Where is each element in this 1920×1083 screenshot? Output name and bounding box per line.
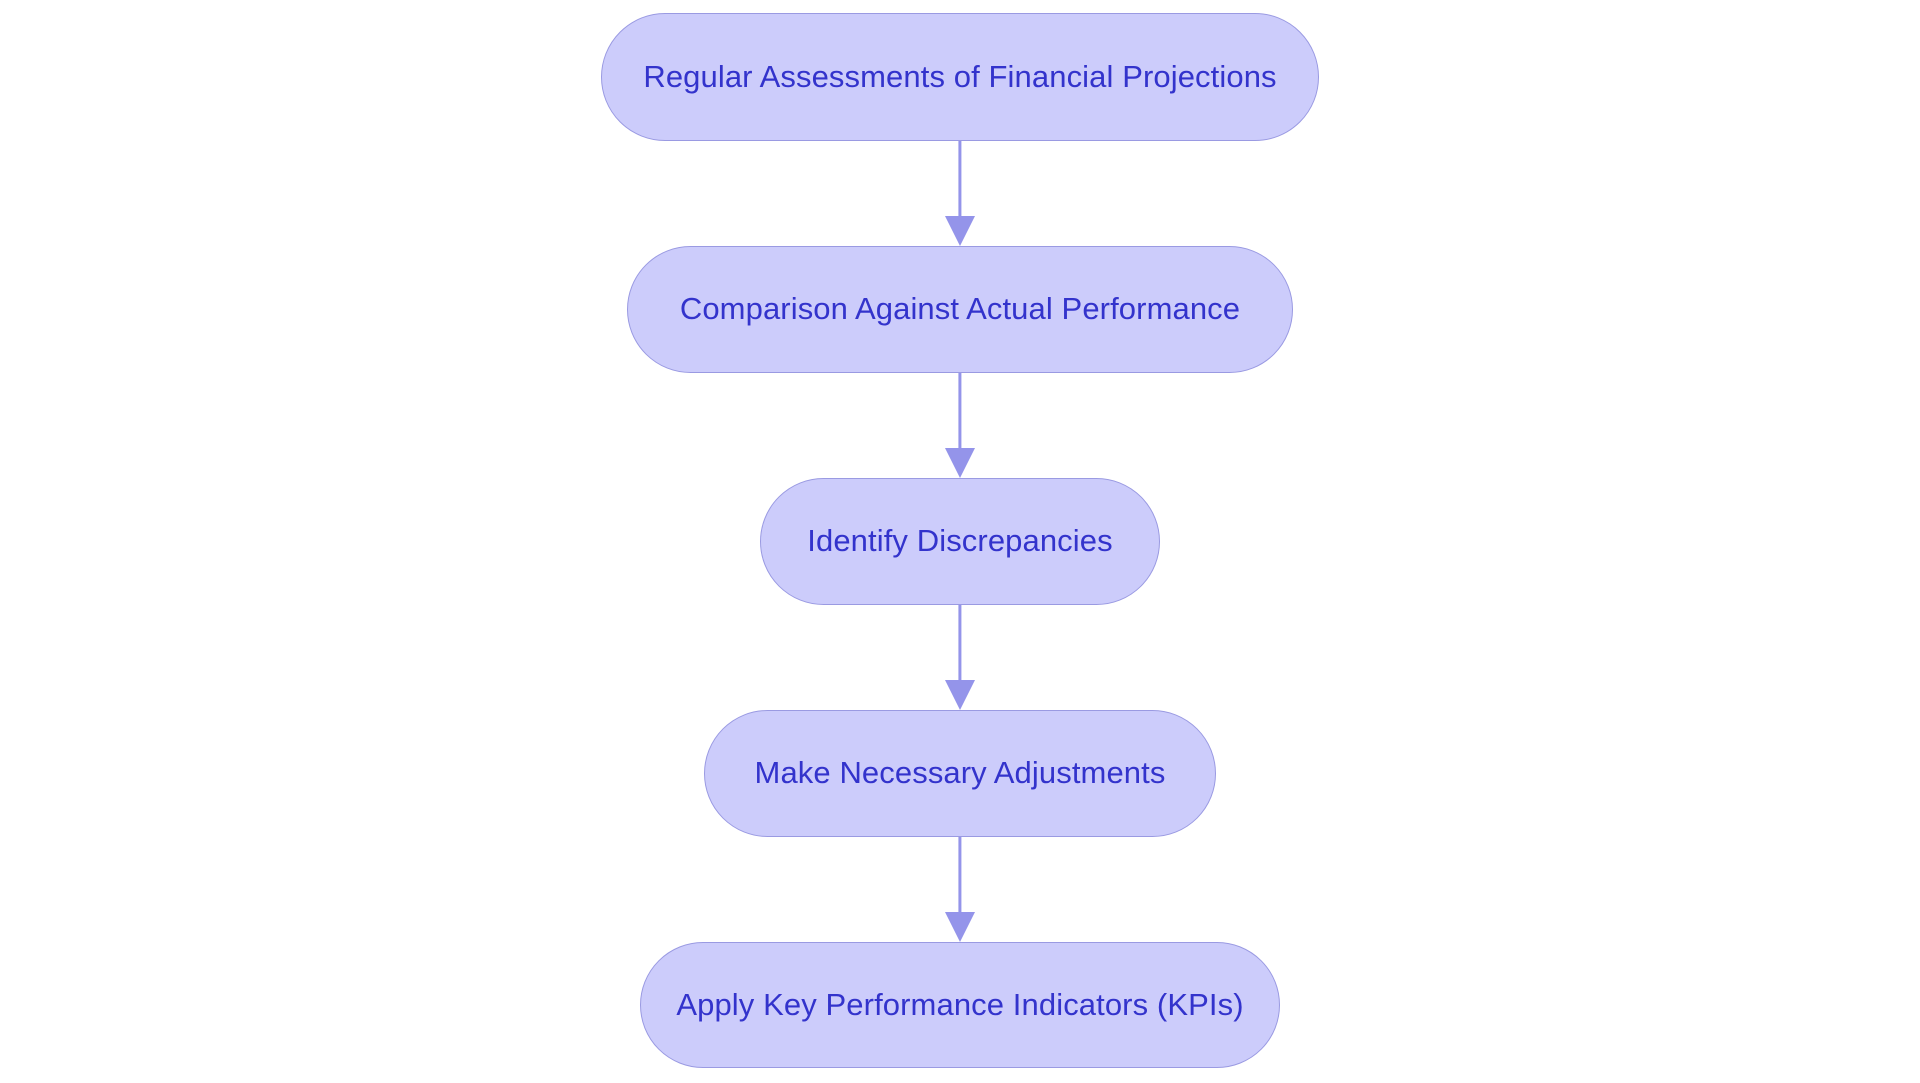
flowchart-node-regular-assessments[interactable]: Regular Assessments of Financial Project…	[601, 13, 1319, 141]
flowchart-node-label: Comparison Against Actual Performance	[679, 291, 1241, 327]
flowchart-node-comparison-against-actual-performance[interactable]: Comparison Against Actual Performance	[627, 246, 1293, 373]
arrow-stem	[958, 373, 962, 451]
arrow-stem	[958, 837, 962, 915]
flowchart-node-label: Make Necessary Adjustments	[754, 755, 1166, 791]
flowchart-arrow-3	[943, 605, 977, 710]
flowchart-arrow-2	[943, 373, 977, 478]
flowchart-node-identify-discrepancies[interactable]: Identify Discrepancies	[760, 478, 1160, 605]
arrow-head-icon	[945, 216, 975, 246]
flowchart-arrow-1	[943, 141, 977, 246]
arrow-stem	[958, 605, 962, 683]
arrow-head-icon	[945, 680, 975, 710]
flowchart-node-apply-key-performance-indicators[interactable]: Apply Key Performance Indicators (KPIs)	[640, 942, 1280, 1068]
flowchart-node-label: Regular Assessments of Financial Project…	[643, 58, 1277, 94]
flowchart-node-make-necessary-adjustments[interactable]: Make Necessary Adjustments	[704, 710, 1216, 837]
arrow-head-icon	[945, 912, 975, 942]
arrow-head-icon	[945, 448, 975, 478]
flowchart-node-label: Apply Key Performance Indicators (KPIs)	[676, 986, 1244, 1022]
arrow-stem	[958, 141, 962, 219]
flowchart-node-label: Identify Discrepancies	[807, 523, 1113, 559]
flowchart-arrow-4	[943, 837, 977, 942]
